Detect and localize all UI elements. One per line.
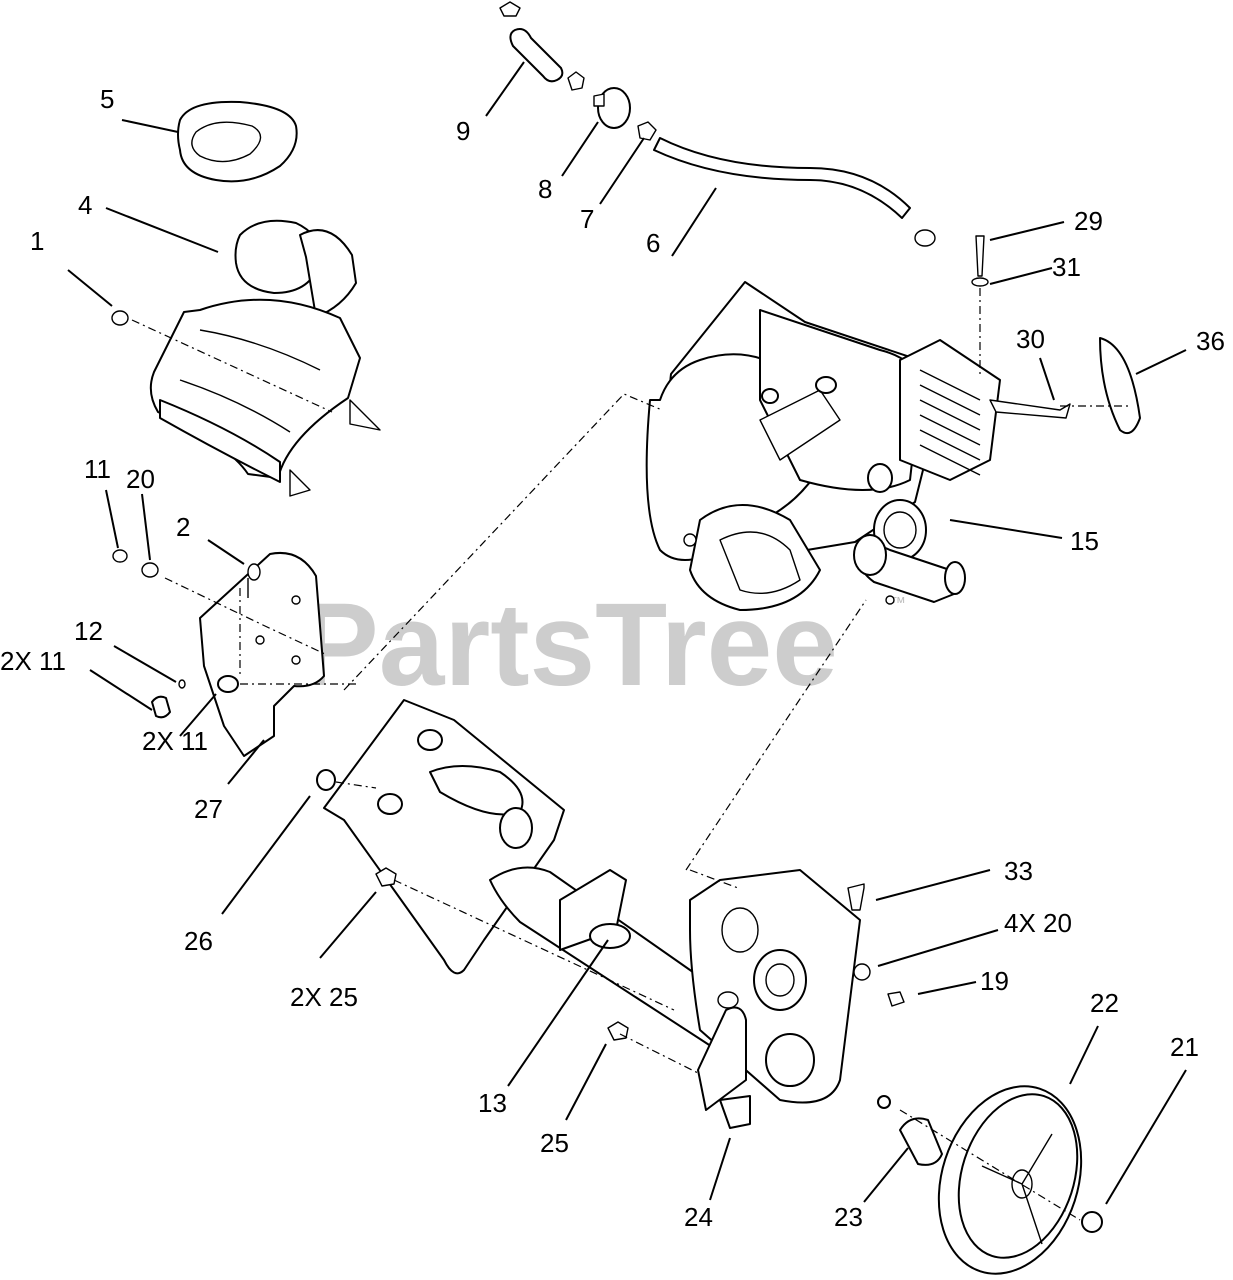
fuel-tank — [149, 100, 381, 497]
callout-23: 23 — [834, 1202, 863, 1232]
callout-20: 20 — [126, 464, 155, 494]
callout-2: 2 — [176, 512, 190, 542]
hardware — [316, 769, 905, 1041]
callout-5: 5 — [100, 84, 114, 114]
alignment-lines — [131, 288, 1130, 1221]
callout-31: 31 — [1052, 252, 1081, 282]
fuel-line-assembly — [499, 1, 936, 247]
callout-29: 29 — [1074, 206, 1103, 236]
callout-4x20: 4X 20 — [1004, 908, 1072, 938]
callout-11: 11 — [84, 454, 111, 484]
frame — [323, 699, 861, 1129]
callout-2x11-bottom: 2X 11 — [142, 726, 208, 756]
callout-27: 27 — [194, 794, 223, 824]
callout-8: 8 — [538, 174, 552, 204]
callout-21: 21 — [1170, 1032, 1199, 1062]
callout-30: 30 — [1016, 324, 1045, 354]
callout-6: 6 — [646, 228, 660, 258]
callout-12: 12 — [74, 616, 103, 646]
callout-24: 24 — [684, 1202, 713, 1232]
leader-lines — [67, 61, 1187, 1205]
callout-25: 25 — [540, 1128, 569, 1158]
callout-1: 1 — [30, 226, 44, 256]
engine-mount-bracket — [111, 310, 325, 757]
callout-4: 4 — [78, 190, 92, 220]
callout-36: 36 — [1196, 326, 1225, 356]
callout-7: 7 — [580, 204, 594, 234]
callout-22: 22 — [1090, 988, 1119, 1018]
callout-15: 15 — [1070, 526, 1099, 556]
callouts: 1 2 4 5 6 7 8 9 11 20 12 2X 11 2X 11 27 … — [0, 84, 1225, 1232]
callout-19: 19 — [980, 966, 1009, 996]
callout-2x11-left: 2X 11 — [0, 646, 66, 676]
callout-26: 26 — [184, 926, 213, 956]
engine — [645, 235, 1141, 611]
callout-9: 9 — [456, 116, 470, 146]
callout-13: 13 — [478, 1088, 507, 1118]
wheel-assembly — [877, 1085, 1103, 1275]
callout-33: 33 — [1004, 856, 1033, 886]
callout-2x25: 2X 25 — [290, 982, 358, 1012]
